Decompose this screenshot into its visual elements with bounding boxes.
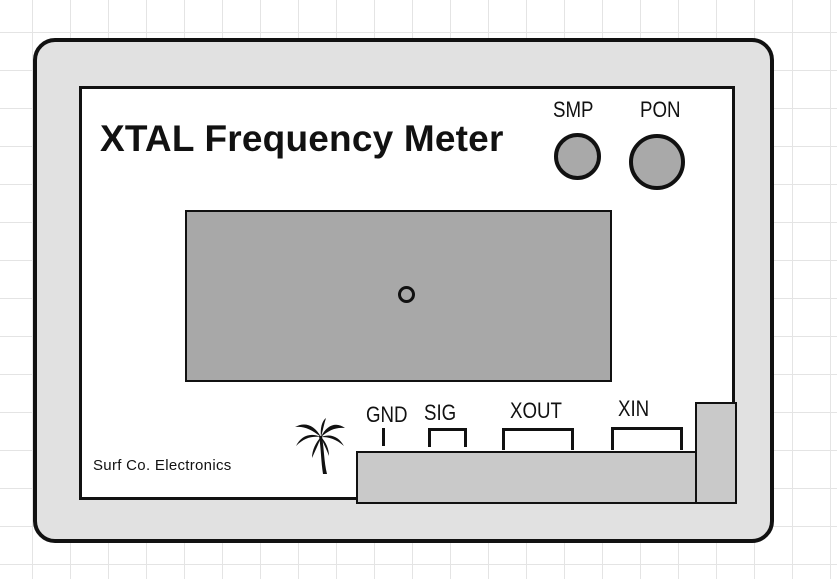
- xout-terminal[interactable]: [502, 428, 574, 450]
- xin-terminal[interactable]: [611, 427, 683, 450]
- palm-tree-icon: [295, 418, 345, 474]
- sig-terminal[interactable]: [428, 428, 467, 447]
- xout-terminal-label: XOUT: [510, 398, 562, 423]
- display-led-indicator: [398, 286, 415, 303]
- terminal-board: [356, 451, 737, 504]
- smp-button[interactable]: [554, 133, 601, 180]
- gnd-terminal[interactable]: [382, 428, 385, 446]
- smp-button-label: SMP: [553, 97, 594, 122]
- gnd-terminal-label: GND: [366, 402, 408, 427]
- sig-terminal-label: SIG: [424, 400, 457, 425]
- terminal-board-joint: [697, 449, 735, 502]
- pon-button-label: PON: [640, 97, 681, 122]
- device-title: XTAL Frequency Meter: [100, 118, 504, 159]
- pon-button[interactable]: [629, 134, 685, 190]
- brand-label: Surf Co. Electronics: [93, 457, 232, 474]
- xin-terminal-label: XIN: [618, 396, 650, 421]
